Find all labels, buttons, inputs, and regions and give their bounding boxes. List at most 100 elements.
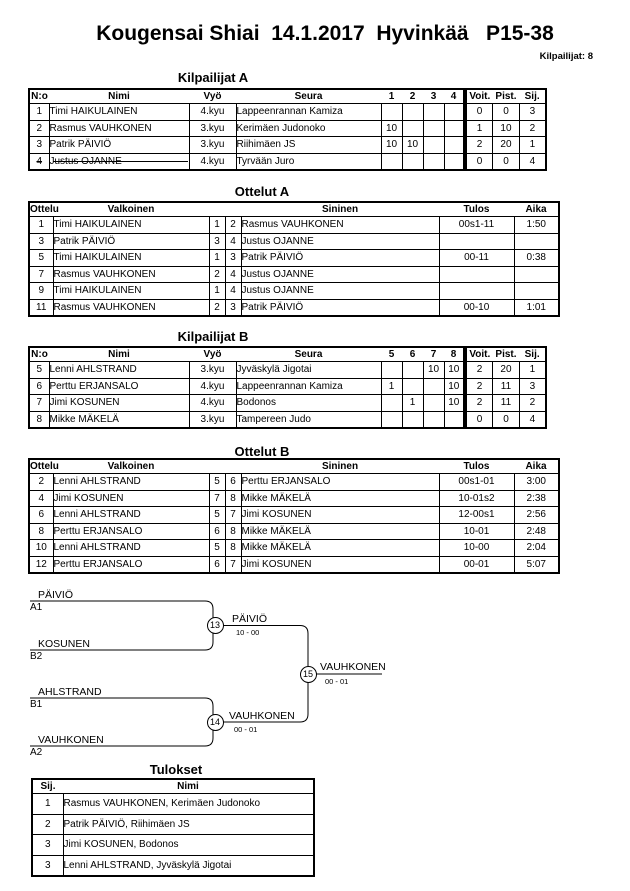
col-header-wins: Voit. <box>466 89 493 104</box>
result-row: 3 Lenni AHLSTRAND, Jyväskylä Jigotai <box>31 854 315 877</box>
match-time: 3:00 <box>513 473 560 491</box>
bracket-sf1-winner-name: PÄIVIÖ <box>232 613 268 625</box>
round-score-cell <box>401 103 424 121</box>
match-row: 5 Timi HAIKULAINEN 1 3 Patrik PÄIVIÖ 00-… <box>28 249 560 267</box>
section-heading-competitors-a: Kilpailijat A <box>177 70 249 85</box>
result-row: 1 Rasmus VAUHKONEN, Kerimäen Judonoko <box>31 793 315 815</box>
points-cell: 0 <box>492 103 520 121</box>
score-row: 0 0 3 <box>465 103 547 121</box>
round-score-cell <box>443 119 465 137</box>
match-result: 10-01s2 <box>438 489 515 507</box>
match-result: 00s1-01 <box>438 473 515 491</box>
round-score-cell <box>380 361 403 379</box>
points-cell: 11 <box>492 377 520 395</box>
match-result: 00-10 <box>438 298 515 317</box>
competitor-name: Perttu ERJANSALO <box>48 377 190 395</box>
blue-competitor-name: Justus OJANNE <box>240 265 440 283</box>
col-header-points: Pist. <box>492 89 520 104</box>
competitor-number: 6 <box>28 377 50 395</box>
competitor-row: 5 Lenni AHLSTRAND 3.kyu Jyväskylä Jigota… <box>28 361 465 379</box>
bracket-sf1-bottom-seed: B2 <box>30 651 43 662</box>
col-header-white-no <box>209 202 225 217</box>
bracket-sf2-bottom-name: VAUHKONEN <box>38 734 104 746</box>
white-competitor-name: Perttu ERJANSALO <box>52 522 210 540</box>
match-row: 1 Timi HAIKULAINEN 1 2 Rasmus VAUHKONEN … <box>28 216 560 234</box>
round-score-cell <box>443 136 465 154</box>
competitor-row: 7 Jimi KOSUNEN 4.kyu Bodonos 1 10 <box>28 394 465 412</box>
competitor-belt: 3.kyu <box>188 410 237 429</box>
white-competitor-number: 3 <box>208 232 226 250</box>
competitor-number: 4 <box>28 152 50 171</box>
score-row: 0 0 4 <box>465 152 547 171</box>
round-score-cell <box>422 377 445 395</box>
white-competitor-number: 5 <box>208 539 226 557</box>
match-row: 10 Lenni AHLSTRAND 5 8 Mikke MÄKELÄ 10-0… <box>28 539 560 557</box>
competitor-number: 5 <box>28 361 50 379</box>
round-score-cell <box>401 377 424 395</box>
blue-competitor-number: 8 <box>224 539 242 557</box>
match-number: 3 <box>28 232 54 250</box>
final-name: Patrik PÄIVIÖ, Riihimäen JS <box>62 813 315 835</box>
col-header-blue: Sininen <box>241 202 439 217</box>
section-heading-competitors-b: Kilpailijat B <box>177 329 249 344</box>
competitor-row: 3 Patrik PÄIVIÖ 3.kyu Riihimäen JS 10 10 <box>28 136 465 154</box>
col-header-blue: Sininen <box>241 459 439 474</box>
place-cell: 2 <box>518 394 547 412</box>
col-header-result: Tulos <box>439 202 514 217</box>
white-competitor-number: 5 <box>208 473 226 491</box>
page-title: Kougensai Shiai 14.1.2017 Hyvinkää P15-3… <box>96 22 554 45</box>
col-header-round-6: 6 <box>402 347 423 362</box>
col-header-belt: Vyö <box>189 347 236 362</box>
col-header-round-3: 3 <box>423 89 444 104</box>
final-name: Lenni AHLSTRAND, Jyväskylä Jigotai <box>62 854 315 877</box>
competitor-belt: 3.kyu <box>188 361 237 379</box>
bracket-match-15-circle: 15 <box>299 665 317 683</box>
section-heading-matches-b: Ottelut B <box>234 444 290 459</box>
bracket-match-14-circle: 14 <box>206 713 224 731</box>
score-header-row: Voit. Pist. Sij. <box>466 89 546 104</box>
round-score-cell: 10 <box>443 361 465 379</box>
round-score-cell <box>401 361 424 379</box>
match-row: 4 Jimi KOSUNEN 7 8 Mikke MÄKELÄ 10-01s2 … <box>28 489 560 507</box>
place-cell: 4 <box>518 410 547 429</box>
match-number: 2 <box>28 473 54 491</box>
points-cell: 11 <box>492 394 520 412</box>
round-score-cell <box>422 410 445 429</box>
points-cell: 0 <box>492 410 520 429</box>
competitor-belt: 4.kyu <box>188 394 237 412</box>
round-score-cell: 1 <box>401 394 424 412</box>
matches-b-header-row: Ottelu Valkoinen Sininen Tulos Aika <box>29 459 559 474</box>
section-heading-matches-a: Ottelut A <box>234 184 290 199</box>
match-time <box>513 232 560 250</box>
blue-competitor-number: 2 <box>224 216 242 234</box>
score-row: 0 0 4 <box>465 410 547 429</box>
bracket-sf1-bottom-name: KOSUNEN <box>38 638 90 650</box>
match-number: 1 <box>28 216 54 234</box>
col-header-place: Sij. <box>519 347 546 362</box>
round-score-cell <box>443 152 465 171</box>
wins-cell: 2 <box>465 136 494 154</box>
match-row: 8 Perttu ERJANSALO 6 8 Mikke MÄKELÄ 10-0… <box>28 522 560 540</box>
col-header-place: Sij. <box>519 89 546 104</box>
bracket-sf2-top-name: AHLSTRAND <box>38 686 102 698</box>
blue-competitor-number: 7 <box>224 506 242 524</box>
competitor-row: 6 Perttu ERJANSALO 4.kyu Lappeenrannan K… <box>28 377 465 395</box>
col-header-name: Nimi <box>49 89 189 104</box>
result-row: 2 Patrik PÄIVIÖ, Riihimäen JS <box>31 813 315 835</box>
match-number: 6 <box>28 506 54 524</box>
match-result: 00s1-11 <box>438 216 515 234</box>
col-header-round-5: 5 <box>381 347 402 362</box>
match-time: 2:48 <box>513 522 560 540</box>
round-score-cell <box>422 103 445 121</box>
blue-competitor-number: 4 <box>224 232 242 250</box>
match-number: 10 <box>28 539 54 557</box>
col-header-wins: Voit. <box>466 347 493 362</box>
match-number: 7 <box>28 265 54 283</box>
white-competitor-name: Lenni AHLSTRAND <box>52 539 210 557</box>
place-cell: 4 <box>518 152 547 171</box>
match-time <box>513 282 560 300</box>
round-score-cell: 10 <box>443 377 465 395</box>
blue-competitor-number: 8 <box>224 522 242 540</box>
blue-competitor-name: Justus OJANNE <box>240 282 440 300</box>
